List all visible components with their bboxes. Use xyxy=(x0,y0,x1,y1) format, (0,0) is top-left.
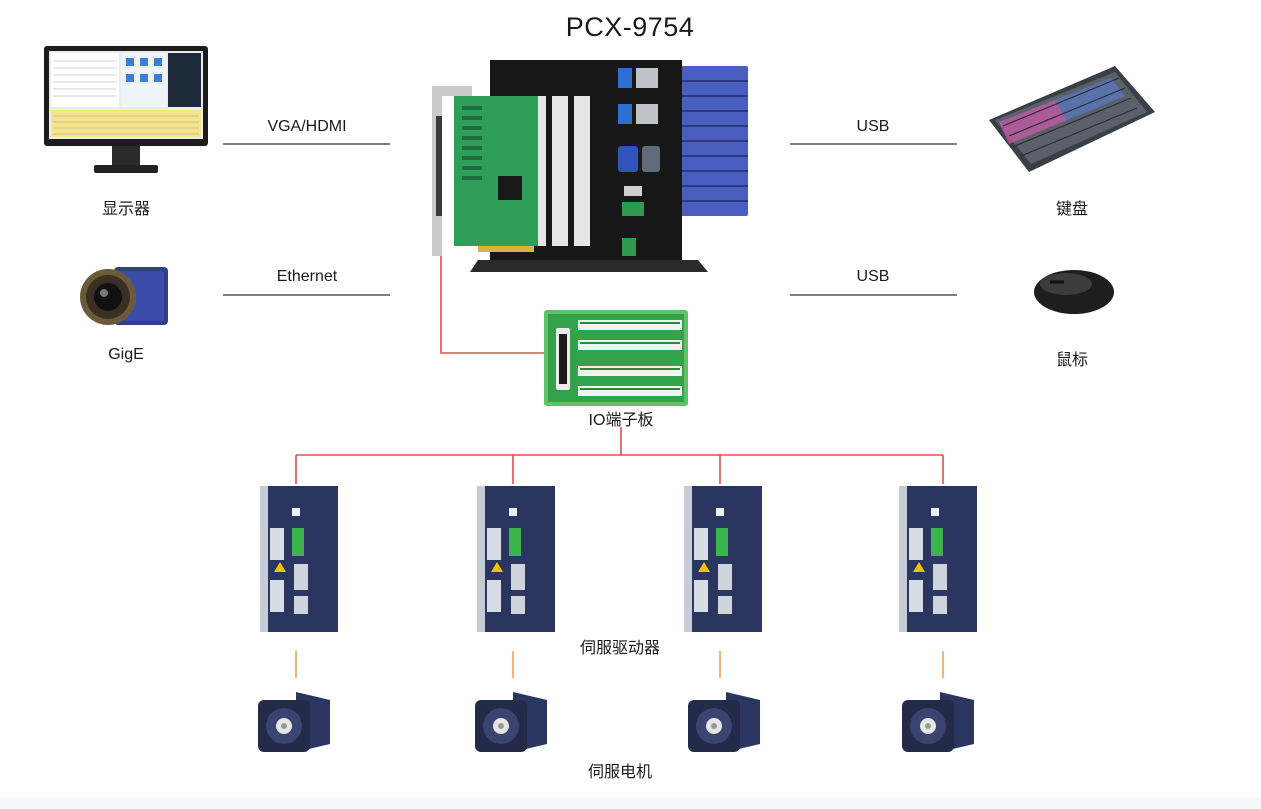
keyboard-label: 键盘 xyxy=(1055,201,1088,218)
io-board-icon xyxy=(544,310,688,406)
monitor-icon xyxy=(44,46,208,173)
keyboard-icon xyxy=(989,66,1155,172)
bottom-band xyxy=(0,798,1261,809)
servo-motor-label: 伺服电机 xyxy=(587,764,652,781)
camera-icon xyxy=(80,267,168,325)
servo-motor-4 xyxy=(902,692,974,752)
servo-drive-2 xyxy=(477,486,555,632)
servo-motor-3 xyxy=(688,692,760,752)
mouse-link-label: USB xyxy=(856,268,890,285)
servo-drive-1 xyxy=(260,486,338,632)
keyboard-link-label: USB xyxy=(856,118,890,135)
servo-drive-3 xyxy=(684,486,762,632)
camera-label: GigE xyxy=(108,346,144,363)
servo-motor-1 xyxy=(258,692,330,752)
camera-link-label: Ethernet xyxy=(276,268,338,285)
industrial-pc-icon xyxy=(432,60,748,272)
servo-drive-label: 伺服驱动器 xyxy=(579,640,660,657)
card-to-io-cable xyxy=(440,255,556,354)
system-title: PCX-9754 xyxy=(565,12,695,42)
mouse-icon xyxy=(1034,270,1114,314)
display-link-label: VGA/HDMI xyxy=(267,118,347,135)
io-board-label: IO端子板 xyxy=(588,412,654,429)
display-label: 显示器 xyxy=(101,201,150,218)
mouse-label: 鼠标 xyxy=(1055,352,1088,369)
servo-motor-2 xyxy=(475,692,547,752)
servo-drive-4 xyxy=(899,486,977,632)
